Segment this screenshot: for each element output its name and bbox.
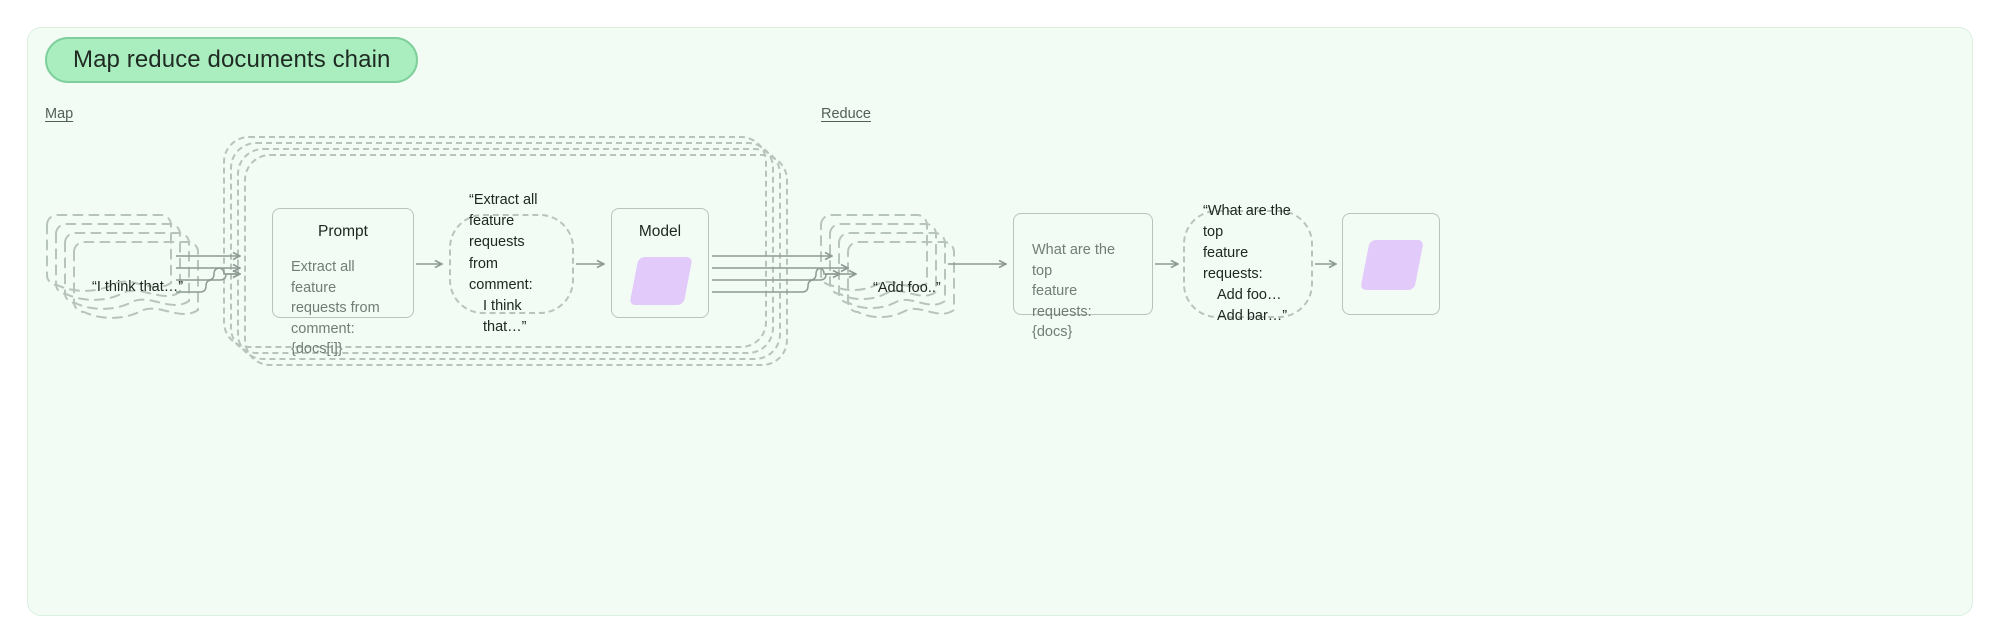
map-model-parallelogram-icon: [629, 257, 693, 305]
map-group-container: [244, 154, 788, 366]
diagram-title-pill: Map reduce documents chain: [45, 37, 419, 83]
map-message-line1: “Extract all feature: [469, 192, 538, 230]
input-document-stack: “I think that…”: [44, 208, 204, 319]
reduce-prompt-body-line2: feature requests:: [1032, 283, 1092, 320]
map-message-line4: I think that…”: [483, 297, 527, 335]
document-stack-shapes: [46, 214, 199, 319]
reduce-message-line3: Add foo…: [1217, 287, 1282, 304]
map-prompt-body: Extract all feature requests from commen…: [291, 257, 395, 360]
reduce-prompt-card: What are the top feature requests: {docs…: [1013, 213, 1153, 340]
input-document-label: “I think that…”: [92, 279, 184, 295]
map-prompt-title: Prompt: [318, 223, 368, 240]
map-model-card: Model: [611, 208, 709, 318]
reduce-prompt-body-line1: What are the top: [1032, 242, 1116, 279]
reduce-prompt-body-line3: {docs}: [1032, 324, 1073, 341]
reduce-message-line4: Add bar…”: [1217, 308, 1288, 325]
reduce-message-line1: “What are the top: [1203, 202, 1291, 240]
map-message-body: “Extract all feature requests from comme…: [469, 190, 554, 337]
page-title: Map reduce documents chain: [73, 46, 391, 73]
map-model-title: Model: [638, 223, 682, 240]
map-message-line2: requests from: [469, 234, 525, 272]
map-prompt-body-line3: comment: {docs[i]}: [291, 320, 355, 358]
output-document-label: “Add foo..”: [873, 280, 941, 296]
reduce-model-parallelogram-icon: [1360, 240, 1424, 290]
section-label-reduce: Reduce: [821, 106, 871, 122]
reduce-model-card: [1342, 213, 1440, 315]
section-label-map: Map: [45, 106, 74, 122]
map-prompt-card: Prompt Extract all feature requests from…: [272, 208, 414, 357]
reduce-message-body: “What are the top feature requests: Add …: [1203, 201, 1293, 327]
output-document-stack: “Add foo..”: [818, 208, 958, 319]
document-stack-shapes: [820, 214, 955, 319]
reduce-prompt-body: What are the top feature requests: {docs…: [1032, 240, 1134, 343]
reduce-message-card: “What are the top feature requests: Add …: [1183, 203, 1313, 324]
reduce-message-line2: feature requests:: [1203, 244, 1263, 282]
map-prompt-body-line1: Extract all feature: [291, 259, 355, 296]
diagram-canvas: Map reduce documents chain Map Reduce “I…: [27, 27, 1973, 616]
map-message-line3: comment:: [469, 276, 533, 293]
map-group-container-layer4: [223, 136, 767, 348]
map-prompt-body-line2: requests from: [291, 300, 380, 317]
map-message-card: “Extract all feature requests from comme…: [449, 192, 574, 335]
map-group-container-layer3: [230, 142, 774, 354]
